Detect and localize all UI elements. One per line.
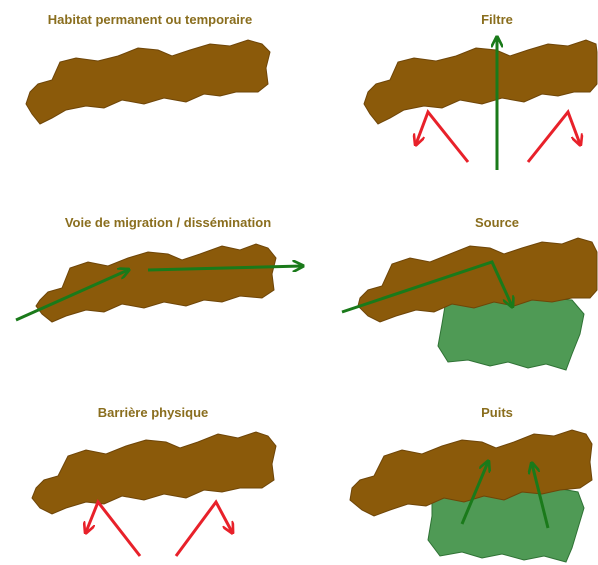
- red-arrow-right: [176, 502, 232, 556]
- green-habitat-patch: [438, 296, 584, 370]
- corridor-shape: [36, 244, 276, 322]
- panel-source-title: Source: [475, 215, 519, 230]
- panel-source: Source: [342, 215, 597, 370]
- red-arrow-left: [86, 502, 140, 556]
- corridor-shape: [32, 432, 276, 514]
- panel-puits-title: Puits: [481, 405, 513, 420]
- panel-puits: Puits: [350, 405, 592, 562]
- panel-migration: Voie de migration / dissémination: [16, 215, 302, 322]
- panel-habitat: Habitat permanent ou temporaire: [26, 12, 270, 124]
- panel-migration-title: Voie de migration / dissémination: [65, 215, 271, 230]
- panel-habitat-title: Habitat permanent ou temporaire: [48, 12, 252, 27]
- red-arrow-left: [416, 112, 468, 162]
- panel-filtre: Filtre: [364, 12, 597, 170]
- corridor-shape: [364, 40, 597, 124]
- panel-filtre-title: Filtre: [481, 12, 513, 27]
- red-arrow-right: [528, 112, 580, 162]
- corridor-shape: [26, 40, 270, 124]
- panel-barriere-title: Barrière physique: [98, 405, 209, 420]
- panel-barriere: Barrière physique: [32, 405, 276, 556]
